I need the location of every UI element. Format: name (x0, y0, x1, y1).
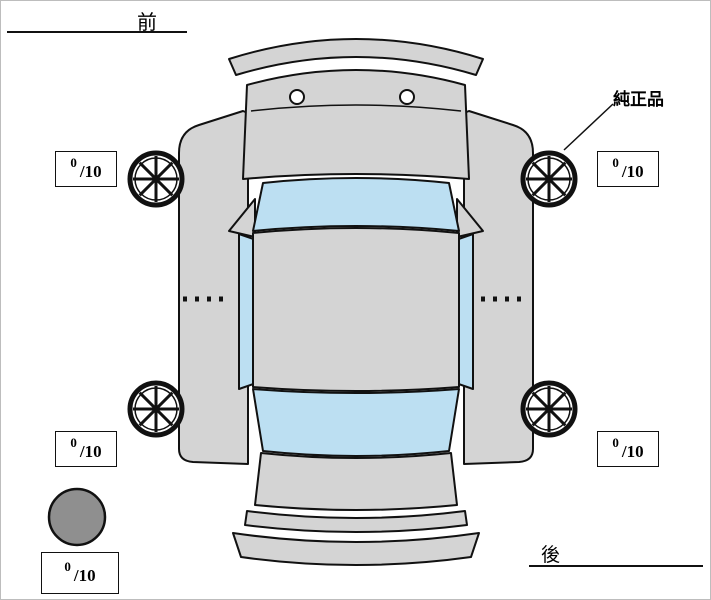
tread-value: 0 (70, 435, 77, 450)
spare-tire-icon (47, 487, 107, 547)
rear-bumper-outer (232, 532, 480, 566)
front-bumper (228, 38, 484, 76)
left-side-panel (178, 110, 249, 465)
cowl-seam-line (250, 104, 462, 112)
trunk-panel (254, 452, 458, 511)
rear-window-glass (252, 388, 460, 457)
hood-panel (242, 69, 470, 180)
tread-depth-spare: 0 /10 (41, 552, 119, 594)
rear-bumper-inner (244, 510, 468, 533)
windshield-glass (252, 177, 460, 232)
genuine-part-label: 純正品 (613, 90, 664, 109)
tread-value: 0 (70, 155, 77, 170)
wheel-rear-right-icon (523, 383, 575, 435)
hood-circle-left (289, 89, 305, 105)
tread-denominator: /10 (79, 162, 102, 181)
genuine-part-pointer-line (563, 103, 614, 151)
front-label: 前 (137, 12, 160, 34)
rear-label: 後 (541, 545, 563, 566)
tread-depth-front-left: 0 /10 (55, 151, 117, 187)
right-side-panel (463, 110, 534, 465)
tread-denominator: /10 (621, 442, 644, 461)
tread-value: 0 (612, 155, 619, 170)
roof-panel (252, 227, 460, 392)
tread-denominator: /10 (73, 566, 96, 585)
tread-depth-rear-left: 0 /10 (55, 431, 117, 467)
tread-depth-rear-right: 0 /10 (597, 431, 659, 467)
tread-value: 0 (612, 435, 619, 450)
hood-circle-right (399, 89, 415, 105)
tread-denominator: /10 (621, 162, 644, 181)
wheel-front-left-icon (130, 153, 182, 205)
wheel-front-right-icon (523, 153, 575, 205)
tread-depth-front-right: 0 /10 (597, 151, 659, 187)
tread-denominator: /10 (79, 442, 102, 461)
tread-value: 0 (64, 559, 71, 574)
wheel-rear-left-icon (130, 383, 182, 435)
